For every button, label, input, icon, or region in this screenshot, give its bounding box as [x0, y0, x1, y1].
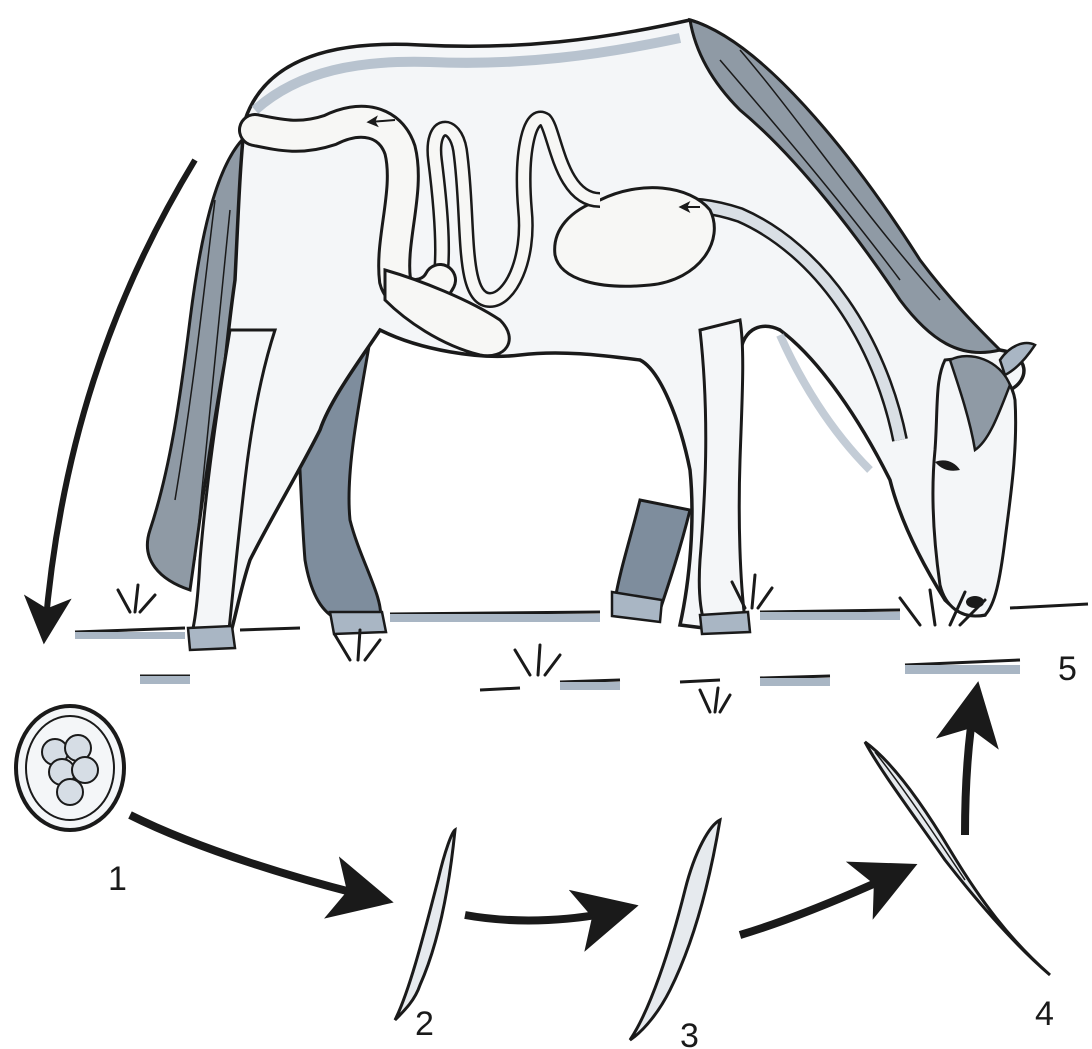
- egg-illustration: [16, 706, 124, 830]
- arrow-2-to-3: [465, 910, 620, 920]
- larva-stage-3: [630, 820, 720, 1040]
- arrow-3-to-4: [740, 872, 900, 935]
- horse-hoof: [700, 612, 750, 634]
- stage-label-2: 2: [415, 1005, 434, 1043]
- larva-stage-4: [865, 742, 1050, 975]
- grass-tufts: [118, 575, 985, 712]
- horse-front-leg-near: [699, 320, 745, 625]
- horse-illustration: [147, 20, 1035, 650]
- larva-stage-2: [395, 830, 455, 1020]
- horse-hoof: [330, 612, 386, 634]
- stage-label-4: 4: [1035, 995, 1054, 1033]
- stage-label-5: 5: [1058, 650, 1077, 688]
- arrow-4-to-5: [965, 700, 975, 835]
- horse-hoof: [188, 626, 235, 650]
- lifecycle-arrows: [130, 700, 975, 935]
- stage-label-3: 3: [680, 1017, 699, 1049]
- stage-label-1: 1: [108, 860, 127, 898]
- arrow-1-to-2: [130, 815, 375, 898]
